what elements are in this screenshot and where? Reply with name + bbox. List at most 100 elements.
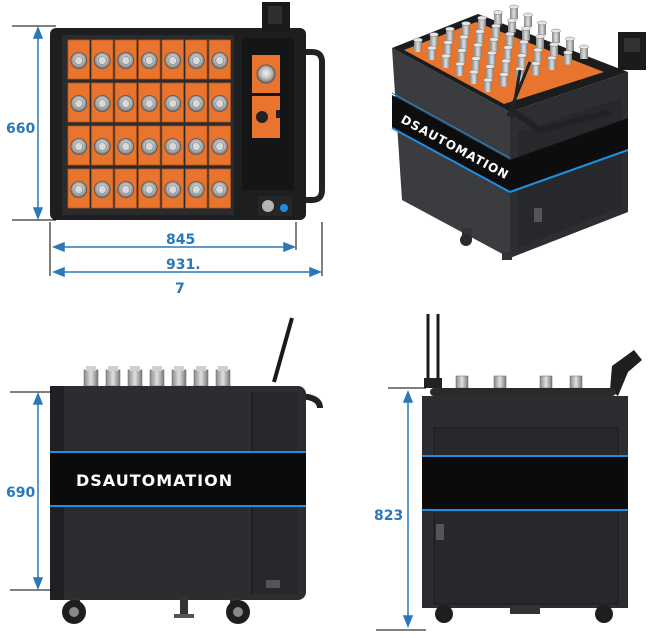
iso-holder — [531, 61, 541, 76]
back-tool-holders — [455, 375, 583, 389]
iso-holder — [455, 61, 465, 76]
tray-cell — [185, 82, 208, 123]
iso-holder — [563, 50, 573, 65]
iso-holder — [491, 23, 501, 38]
tray-cell — [138, 168, 161, 209]
control-switch-icon — [256, 111, 268, 123]
iso-holder — [537, 20, 547, 35]
back-side-mount — [610, 350, 642, 396]
dimension-lines-top — [12, 25, 323, 278]
tray-cell — [161, 39, 184, 80]
iso-holder — [475, 29, 485, 44]
dim-label-660: 660 — [6, 121, 35, 137]
iso-holder — [459, 34, 469, 49]
side-wheels — [62, 598, 250, 624]
tray-cell — [161, 125, 184, 166]
dim-label-690: 690 — [6, 485, 35, 501]
iso-holder — [549, 42, 559, 57]
tray-cell — [161, 82, 184, 123]
back-wheel-icon — [435, 605, 453, 623]
back-view — [422, 314, 642, 623]
side-tool-holders — [83, 366, 231, 387]
side-brand-band — [50, 452, 306, 506]
iso-holder — [517, 53, 527, 68]
iso-holder — [509, 4, 519, 19]
iso-holder — [469, 69, 479, 84]
iso-holder — [457, 48, 467, 63]
side-holder — [215, 366, 231, 387]
iso-holder — [501, 58, 511, 73]
iso-holder — [441, 53, 451, 68]
back-holder — [539, 375, 553, 389]
tray-cell — [114, 125, 137, 166]
tray-cell — [67, 168, 90, 209]
iso-holder — [493, 10, 503, 25]
tray-cell — [208, 125, 231, 166]
dimension-lines-back — [376, 387, 426, 631]
iso-brand-band — [392, 95, 510, 192]
back-holder — [569, 375, 583, 389]
iso-holder — [503, 45, 513, 60]
control-knob-icon — [256, 64, 276, 84]
side-holder — [171, 366, 187, 387]
iso-wheel-icon — [460, 234, 472, 246]
isometric-view: DSAUTOMATION — [391, 4, 646, 260]
side-vent — [266, 580, 280, 588]
tray-cell — [208, 168, 231, 209]
tray-grid — [67, 39, 231, 209]
tray-cell — [67, 82, 90, 123]
tray-cell — [208, 82, 231, 123]
iso-antenna-icon — [506, 61, 532, 117]
dim-label-931: 931. — [166, 257, 201, 273]
back-holder — [455, 375, 469, 389]
tray-cell — [91, 82, 114, 123]
iso-holder — [485, 64, 495, 79]
dim-label-823: 823 — [374, 508, 403, 524]
iso-holder — [499, 72, 509, 87]
side-holder — [105, 366, 121, 387]
tray-cell — [114, 168, 137, 209]
iso-door-latch — [534, 208, 542, 222]
back-handle — [430, 388, 616, 396]
tray-cell — [185, 39, 208, 80]
tray-cell — [67, 39, 90, 80]
iso-holder — [565, 36, 575, 51]
iso-holder — [443, 40, 453, 55]
side-view: DSAUTOMATION — [50, 317, 323, 624]
iso-holder — [429, 32, 439, 47]
dim-label-931-extra: 7 — [175, 281, 185, 297]
tray-cell — [91, 168, 114, 209]
side-holder — [127, 366, 143, 387]
side-holder — [149, 366, 165, 387]
tray-cell — [67, 125, 90, 166]
side-holder — [83, 366, 99, 387]
tray-cell — [91, 39, 114, 80]
iso-holder — [477, 15, 487, 30]
iso-holder — [579, 44, 589, 59]
tray-cell — [138, 39, 161, 80]
iso-holder — [471, 56, 481, 71]
iso-holder — [483, 77, 493, 92]
iso-holder — [519, 39, 529, 54]
iso-holder — [445, 26, 455, 41]
side-antenna-icon — [272, 317, 294, 383]
side-brand-logo: DSAUTOMATION — [76, 471, 233, 490]
iso-holder — [547, 55, 557, 70]
back-band — [422, 456, 628, 510]
back-door-latch — [436, 524, 444, 540]
dimension-lines-side — [10, 391, 52, 591]
iso-holder — [413, 37, 423, 52]
iso-handle — [512, 109, 611, 134]
tray-cell — [114, 82, 137, 123]
tray-cell — [138, 125, 161, 166]
dim-label-845: 845 — [166, 232, 195, 248]
tray-cell — [185, 125, 208, 166]
tray-cell — [138, 82, 161, 123]
back-holder — [493, 375, 507, 389]
top-view-handle — [300, 49, 325, 203]
tray-cell — [114, 39, 137, 80]
tray-cell — [161, 168, 184, 209]
iso-holder — [533, 47, 543, 62]
iso-holder — [461, 21, 471, 36]
